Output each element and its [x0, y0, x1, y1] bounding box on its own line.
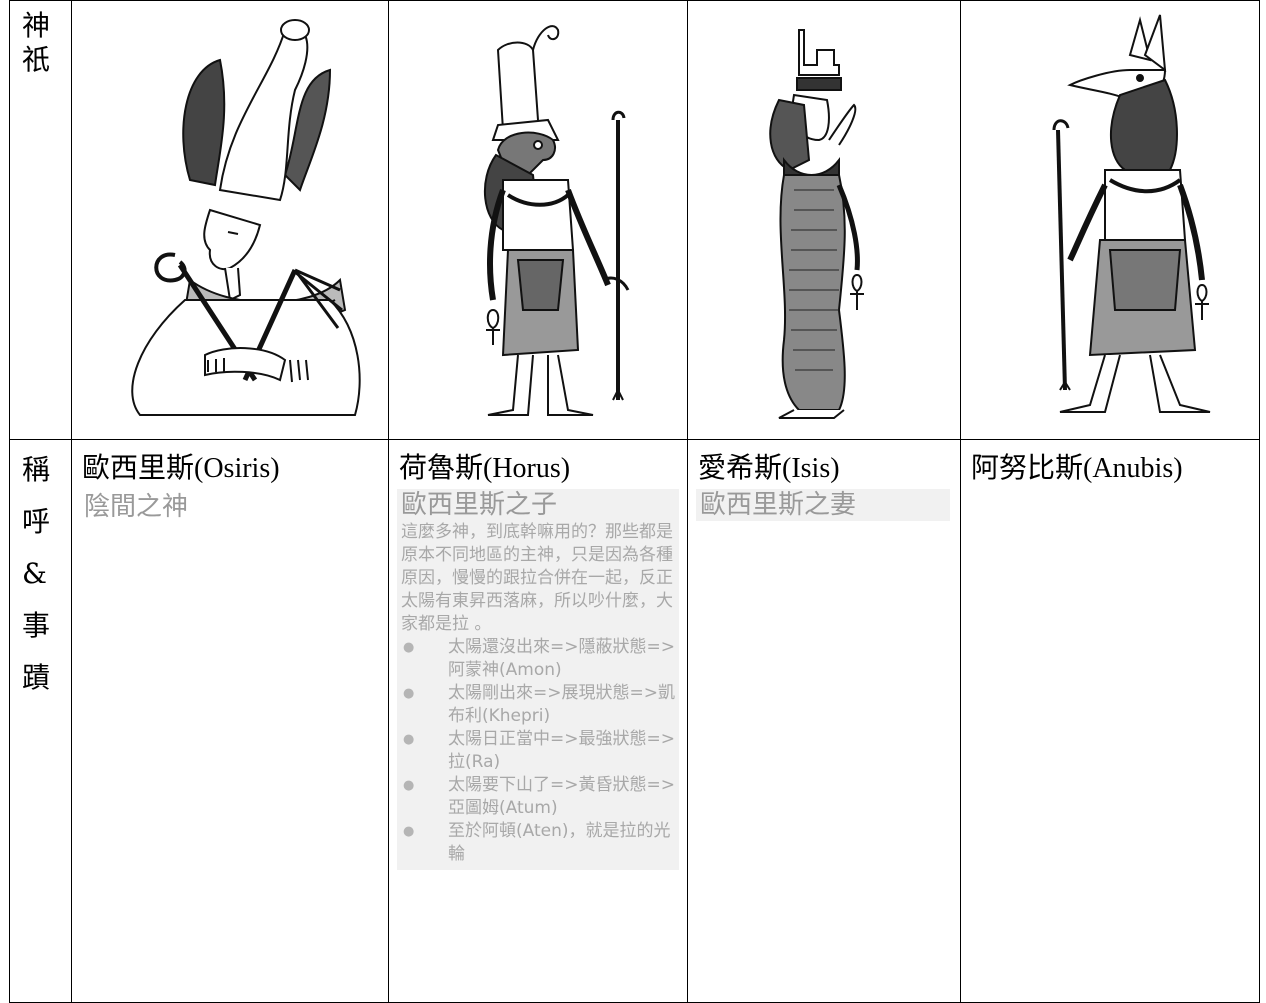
god-name: 荷魯斯(Horus): [399, 451, 571, 484]
osiris-image-cell: [71, 0, 389, 440]
sun-phase-list: 太陽還沒出來=>隱蔽狀態=>阿蒙神(Amon) 太陽剛出來=>展現狀態=>凱布利…: [401, 636, 675, 866]
row-label-char: 事: [22, 609, 51, 642]
row-label-char: 神: [22, 9, 51, 42]
isis-text-cell: 愛希斯(Isis) 歐西里斯之妻: [687, 439, 961, 1003]
god-subtitle: 陰間之神: [84, 492, 189, 522]
horus-text-cell: 荷魯斯(Horus) 歐西里斯之子 這麼多神，到底幹嘛用的？那些都是原本不同地區…: [388, 439, 688, 1003]
list-item: 太陽要下山了=>黃昏狀態=>亞圖姆(Atum): [401, 774, 675, 820]
anubis-text-cell: 阿努比斯(Anubis): [960, 439, 1260, 1003]
list-item: 太陽還沒出來=>隱蔽狀態=>阿蒙神(Amon): [401, 636, 675, 682]
god-subtitle: 歐西里斯之妻: [700, 490, 857, 520]
gods-text-row: 稱 呼 & 事 蹟 歐西里斯(Osiris) 陰間之神 荷魯斯(Horus) 歐…: [9, 439, 1260, 1003]
god-name: 阿努比斯(Anubis): [971, 451, 1183, 484]
note-paragraph: 這麼多神，到底幹嘛用的？那些都是原本不同地區的主神，只是因為各種原因，慢慢的跟拉…: [401, 522, 673, 634]
gods-image-row: 神 祇: [9, 0, 1260, 440]
god-name: 愛希斯(Isis): [698, 451, 840, 484]
god-subtitle: 歐西里斯之子: [401, 490, 558, 520]
list-item: 太陽日正當中=>最強狀態=>拉(Ra): [401, 728, 675, 774]
isis-image-cell: [687, 0, 961, 440]
osiris-figure-icon: [131, 19, 361, 416]
horus-note-box: 歐西里斯之子 這麼多神，到底幹嘛用的？那些都是原本不同地區的主神，只是因為各種原…: [397, 489, 679, 870]
anubis-figure-icon: [1052, 14, 1211, 413]
row-label-char: 呼: [22, 505, 51, 538]
row-label-char: 祇: [22, 43, 51, 76]
horus-figure-icon: [483, 25, 630, 416]
row-label-char: 稱: [22, 453, 51, 486]
row-label-gods: 神 祇: [9, 0, 72, 440]
god-name: 歐西里斯(Osiris): [82, 451, 280, 484]
gods-table: 神 祇: [9, 0, 1260, 1003]
anubis-image-cell: [960, 0, 1260, 440]
isis-figure-icon: [769, 29, 864, 419]
list-item: 至於阿頓(Aten)，就是拉的光輪: [401, 820, 675, 866]
list-item: 太陽剛出來=>展現狀態=>凱布利(Khepri): [401, 682, 675, 728]
row-label-titles: 稱 呼 & 事 蹟: [9, 439, 72, 1003]
osiris-text-cell: 歐西里斯(Osiris) 陰間之神: [71, 439, 389, 1003]
row-label-char: &: [22, 557, 47, 590]
isis-note-box: 歐西里斯之妻: [696, 489, 950, 521]
horus-image-cell: [388, 0, 688, 440]
row-label-char: 蹟: [22, 661, 51, 694]
